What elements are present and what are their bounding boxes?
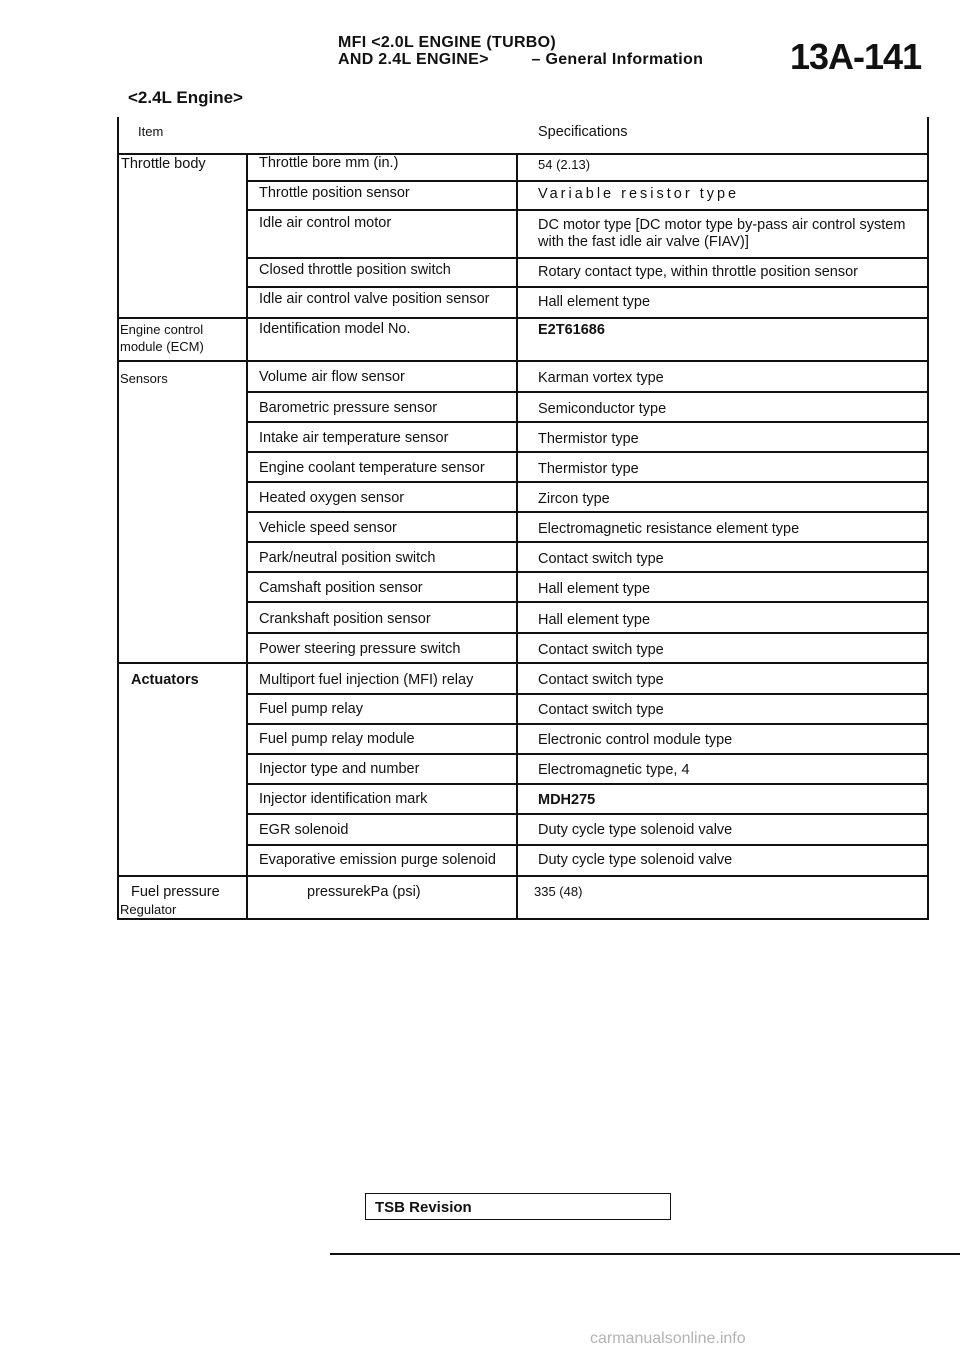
row-line <box>246 571 929 573</box>
row-line <box>246 632 929 634</box>
row-line <box>246 180 929 182</box>
col-header-spec: Specifications <box>538 124 628 140</box>
row-line <box>117 918 929 920</box>
header-title-line1: MFI <2.0L ENGINE (TURBO) <box>338 34 557 51</box>
item-cell: Crankshaft position sensor <box>259 611 431 627</box>
spec-cell: DC motor type [DC motor type by-pass air… <box>538 217 906 233</box>
item-cell: Multiport fuel injection (MFI) relay <box>259 672 474 688</box>
spec-cell: E2T61686 <box>538 322 605 338</box>
item-cell: Fuel pump relay <box>259 701 363 717</box>
group-actuators: Actuators <box>131 672 199 688</box>
row-line <box>246 844 929 846</box>
table-divider-group <box>246 154 248 920</box>
row-line <box>246 753 929 755</box>
row-line <box>246 257 929 259</box>
item-cell: Identification model No. <box>259 321 411 337</box>
item-cell: Camshaft position sensor <box>259 580 423 596</box>
col-header-item: Item <box>138 124 164 139</box>
item-cell: Intake air temperature sensor <box>259 430 449 446</box>
item-cell: Throttle bore mm (in.) <box>259 155 399 171</box>
header-title-line2: AND 2.4L ENGINE> – General Information <box>338 51 703 69</box>
item-cell: Power steering pressure switch <box>259 641 461 657</box>
spec-cell: Contact switch type <box>538 672 664 688</box>
spec-cell: MDH275 <box>538 792 596 808</box>
spec-cell: Duty cycle type solenoid valve <box>538 852 733 868</box>
section-title: <2.4L Engine> <box>128 88 243 107</box>
item-cell: Heated oxygen sensor <box>259 490 405 506</box>
row-line <box>246 783 929 785</box>
spec-cell: Contact switch type <box>538 642 664 658</box>
tsb-revision-box: TSB Revision <box>365 1193 671 1220</box>
row-line <box>246 541 929 543</box>
spec-cell: Thermistor type <box>538 431 639 447</box>
row-line <box>246 286 929 288</box>
row-line <box>117 360 929 362</box>
row-line <box>246 813 929 815</box>
spec-table: Item Specifications Throttle body Engine… <box>117 117 929 920</box>
spec-cell: 54 (2.13) <box>538 157 591 172</box>
footer-rule <box>330 1253 960 1255</box>
spec-cell: Duty cycle type solenoid valve <box>538 822 733 838</box>
group-fpr-line1: Fuel pressure <box>131 884 220 900</box>
table-divider-spec <box>516 154 518 920</box>
spec-cell: Electromagnetic type, 4 <box>538 762 690 778</box>
row-line <box>246 451 929 453</box>
group-fpr-line2: Regulator <box>120 902 177 917</box>
row-line <box>117 875 929 877</box>
item-cell: Evaporative emission purge solenoid <box>259 852 496 868</box>
row-line <box>246 723 929 725</box>
page-number: 13A-141 <box>790 36 922 77</box>
item-cell: EGR solenoid <box>259 822 349 838</box>
header-engine: AND 2.4L ENGINE> <box>338 51 489 68</box>
item-cell: pressurekPa (psi) <box>307 884 421 900</box>
row-line <box>246 209 929 211</box>
item-cell: Vehicle speed sensor <box>259 520 397 536</box>
spec-cell: Hall element type <box>538 294 651 310</box>
item-cell: Barometric pressure sensor <box>259 400 438 416</box>
spec-cell: Thermistor type <box>538 461 639 477</box>
item-cell: Injector type and number <box>259 761 420 777</box>
spec-cell: Karman vortex type <box>538 370 664 386</box>
group-throttle-body: Throttle body <box>121 156 206 172</box>
table-border-left <box>117 117 119 920</box>
spec-cell: Contact switch type <box>538 702 664 718</box>
row-line <box>246 511 929 513</box>
spec-cell: 335 (48) <box>534 884 583 899</box>
group-ecm-line1: Engine control <box>120 322 204 337</box>
item-cell: Fuel pump relay module <box>259 731 415 747</box>
header-general: – General Information <box>531 51 704 68</box>
item-cell: Engine coolant temperature sensor <box>259 460 485 476</box>
row-line <box>246 693 929 695</box>
spec-cell: Electronic control module type <box>538 732 733 748</box>
spec-cell: Contact switch type <box>538 551 664 567</box>
item-cell: Park/neutral position switch <box>259 550 436 566</box>
item-cell: Closed throttle position switch <box>259 262 451 278</box>
spec-cell: Hall element type <box>538 612 651 628</box>
spec-cell: Semiconductor type <box>538 401 667 417</box>
row-line <box>246 421 929 423</box>
item-cell: Idle air control valve position sensor <box>259 291 490 307</box>
row-line <box>246 601 929 603</box>
item-cell: Volume air flow sensor <box>259 369 405 385</box>
row-line <box>246 391 929 393</box>
spec-cell: Hall element type <box>538 581 651 597</box>
spec-cell: Rotary contact type, within throttle pos… <box>538 264 858 280</box>
spec-cell: Variable resistor type <box>538 186 740 202</box>
group-ecm-line2: module (ECM) <box>120 339 204 354</box>
group-sensors: Sensors <box>120 371 168 386</box>
row-line <box>117 153 929 155</box>
spec-cell: Zircon type <box>538 491 610 507</box>
item-cell: Idle air control motor <box>259 215 392 231</box>
watermark: carmanualsonline.info <box>590 1330 746 1347</box>
item-cell: Injector identification mark <box>259 791 428 807</box>
spec-cell: Electromagnetic resistance element type <box>538 521 800 537</box>
tsb-revision-label: TSB Revision <box>375 1199 472 1216</box>
row-line <box>117 662 929 664</box>
row-line <box>117 317 929 319</box>
spec-cell: with the fast idle air valve (FIAV)] <box>538 234 749 250</box>
table-border-right <box>927 117 929 920</box>
item-cell: Throttle position sensor <box>259 185 410 201</box>
row-line <box>246 481 929 483</box>
